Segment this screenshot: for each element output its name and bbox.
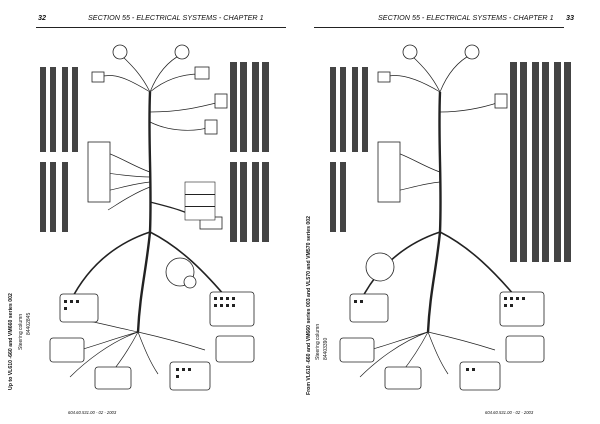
wiring-diagram-drawing — [40, 44, 269, 391]
header-rule — [36, 27, 286, 28]
section-header: SECTION 55 - ELECTRICAL SYSTEMS - CHAPTE… — [88, 13, 264, 22]
wiring-diagram — [0, 32, 300, 400]
wiring-diagram — [300, 32, 600, 400]
part-number: 84402845 — [26, 312, 32, 335]
part-number: 84403390 — [323, 337, 329, 360]
diagram-subtitle: Steering column — [315, 323, 321, 360]
page-footer: 604.60.531.00 - 02 - 2003 — [68, 410, 117, 415]
page-number: 32 — [38, 13, 46, 22]
wiring-diagram-drawing — [330, 44, 571, 391]
right-page: SECTION 55 - ELECTRICAL SYSTEMS - CHAPTE… — [300, 0, 600, 424]
page-number: 33 — [566, 13, 574, 22]
diagram-subtitle: Steering column — [18, 313, 24, 350]
left-page: 32 SECTION 55 - ELECTRICAL SYSTEMS - CHA… — [0, 13, 300, 415]
diagram-title: From VL610 -660 and VM660 series 003 and… — [306, 215, 312, 395]
page-footer: 604.60.531.00 - 02 - 2003 — [485, 410, 534, 415]
diagram-title: Up to VL610 -660 and VM660 series 002 — [8, 293, 14, 390]
section-header: SECTION 55 - ELECTRICAL SYSTEMS - CHAPTE… — [378, 13, 554, 22]
header-rule — [314, 27, 564, 28]
